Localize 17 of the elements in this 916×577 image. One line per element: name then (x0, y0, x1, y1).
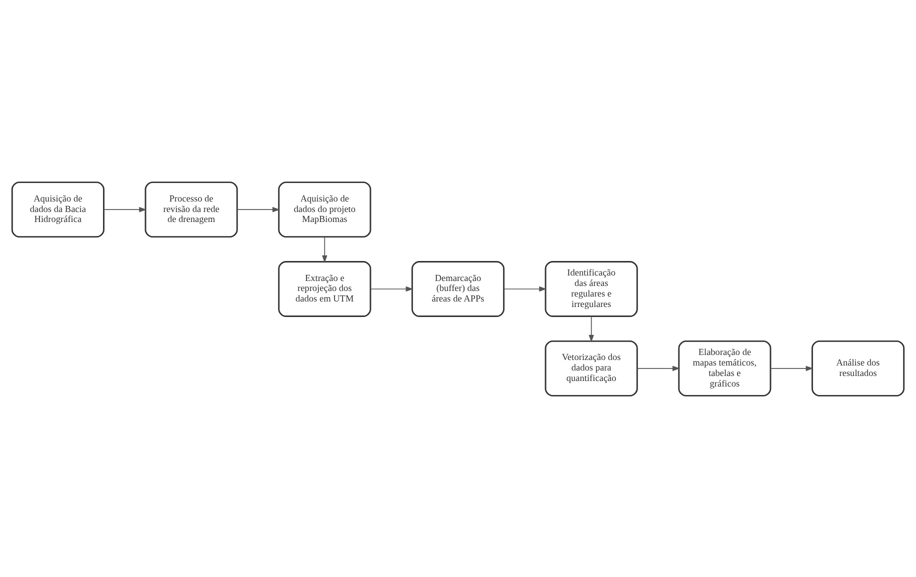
node-box: Extração e reprojeção dos dados em UTM (278, 260, 372, 316)
arrow (103, 206, 147, 212)
arrow (503, 286, 547, 292)
arrow (770, 365, 814, 371)
arrow (236, 206, 280, 212)
node-box: Elaboração de mapas temáticos, tabelas e gráficos (678, 340, 772, 396)
arrow (588, 315, 594, 342)
node-box: Análise dos resultados (812, 340, 905, 396)
node-box: Demarcação (buffer) das áreas de APPs (411, 260, 505, 316)
arrow (370, 286, 414, 292)
node-box: Identificação das áreas regulares e irregulares (544, 260, 638, 316)
node-box: Vetorização dos dados para quantificação (544, 340, 638, 396)
arrow (322, 236, 328, 262)
node-box: Aquisição de dados do projeto MapBiomas (278, 181, 372, 238)
node-box: Processo de revisão da rede de drenagem (144, 181, 238, 238)
arrow (636, 365, 680, 371)
node-box: Aquisição de dados da Bacia Hidrográfica (11, 181, 104, 238)
